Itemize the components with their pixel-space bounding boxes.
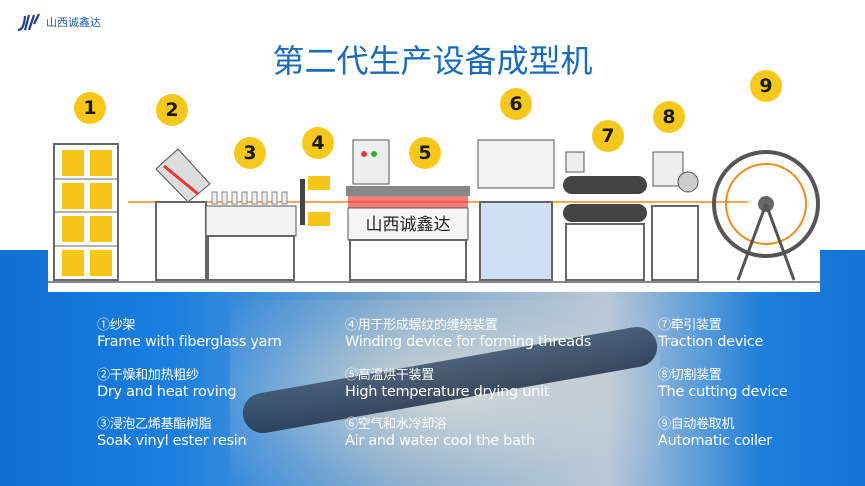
- logo-text: 山西诚鑫达: [46, 16, 101, 29]
- caption-cn: ⑧切割装置: [658, 368, 722, 383]
- step-badge-4: 4: [302, 127, 334, 159]
- caption-en: High temperature drying unit: [345, 384, 550, 400]
- step-badge-9: 9: [750, 70, 782, 102]
- resin-bath: [205, 191, 297, 281]
- coiler: [712, 150, 820, 281]
- caption-cn: ④用于形成螺纹的缠绕装置: [345, 318, 498, 333]
- caption-cn: ②干燥和加热粗纱: [97, 368, 199, 383]
- caption-en: Soak vinyl ester resin: [97, 433, 247, 449]
- cooling-bath: [477, 139, 555, 281]
- step-badge-3: 3: [234, 137, 266, 169]
- caption-cn: ⑦牵引装置: [658, 318, 722, 333]
- caption-en: Traction device: [658, 334, 764, 350]
- step-badge-8: 8: [653, 101, 685, 133]
- winding-device: [300, 176, 330, 226]
- step-badge-6: 6: [500, 88, 532, 120]
- caption-en: Air and water cool the bath: [345, 433, 535, 449]
- caption-cn: ⑥空气和水冷却浴: [345, 417, 447, 432]
- caption-cn: ③浸泡乙烯基酯树脂: [97, 417, 212, 432]
- step-badge-5: 5: [409, 137, 441, 169]
- machine-illustration: [48, 139, 820, 283]
- step-badge-1: 1: [74, 92, 106, 124]
- caption-en: The cutting device: [658, 384, 788, 400]
- company-logo: 山西诚鑫达: [16, 12, 101, 32]
- caption-en: Dry and heat roving: [97, 384, 237, 400]
- heating-unit: [155, 148, 211, 281]
- step-badge-2: 2: [156, 94, 188, 126]
- caption-cn: ①纱架: [97, 318, 136, 333]
- page-title: 第二代生产设备成型机: [272, 42, 593, 80]
- cutting-device: [651, 151, 699, 281]
- caption-cn: ⑤高温烘干装置: [345, 368, 434, 383]
- caption-en: Frame with fiberglass yarn: [97, 334, 282, 350]
- logo-icon: [17, 13, 40, 32]
- machine-label: 山西诚鑫达: [365, 215, 451, 235]
- yarn-frame: [53, 143, 119, 281]
- caption-en: Winding device for forming threads: [345, 334, 591, 350]
- caption-en: Automatic coiler: [658, 433, 772, 449]
- traction-device: [563, 151, 647, 281]
- caption-cn: ⑨自动卷取机: [658, 417, 735, 432]
- step-badge-7: 7: [592, 120, 624, 152]
- drying-oven: [346, 139, 470, 281]
